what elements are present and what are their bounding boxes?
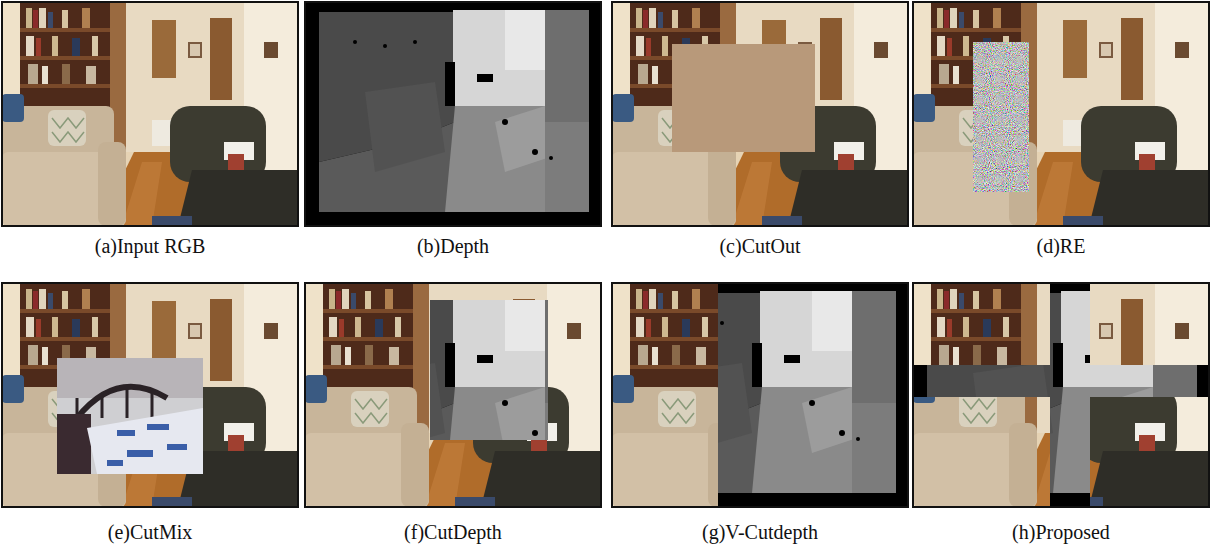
cutmix-panel bbox=[2, 283, 298, 507]
panel-caption: (e)CutMix bbox=[108, 520, 192, 544]
proposed-panel bbox=[913, 283, 1209, 507]
panel-caption: (c)CutOut bbox=[719, 234, 800, 258]
depth-panel bbox=[305, 2, 601, 226]
panel-caption: (g)V-Cutdepth bbox=[702, 520, 818, 544]
random-erasing-panel bbox=[913, 2, 1209, 226]
input-rgb-panel bbox=[2, 2, 298, 226]
panel-caption: (b)Depth bbox=[417, 234, 489, 258]
panel-caption: (a)Input RGB bbox=[95, 234, 206, 258]
panel-caption: (d)RE bbox=[1037, 234, 1086, 258]
cutout-panel bbox=[612, 2, 908, 226]
panel-caption: (h)Proposed bbox=[1012, 520, 1110, 544]
cutdepth-panel bbox=[305, 283, 601, 507]
v-cutdepth-panel bbox=[612, 283, 908, 507]
panel-caption: (f)CutDepth bbox=[404, 520, 502, 544]
